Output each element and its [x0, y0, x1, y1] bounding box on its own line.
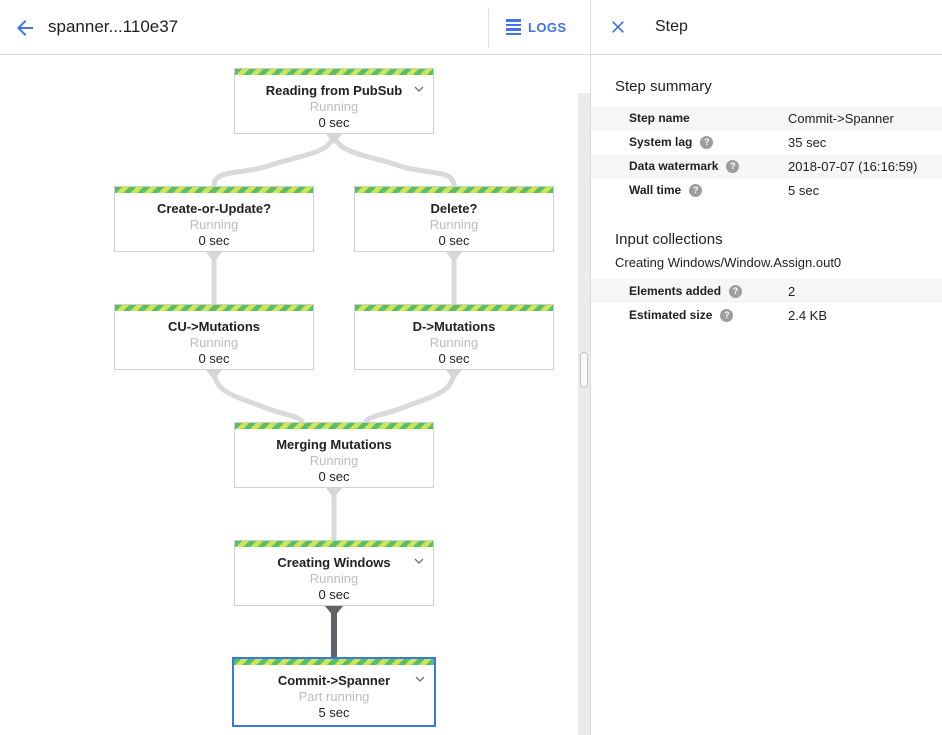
running-stripe — [234, 659, 434, 665]
node-time: 0 sec — [318, 115, 350, 130]
job-title: spanner...110e37 — [48, 17, 179, 36]
row-label: Elements added — [629, 284, 722, 298]
back-button[interactable] — [13, 16, 37, 40]
graph-node-delete[interactable]: Delete? Running 0 sec — [354, 186, 554, 252]
running-stripe — [235, 69, 433, 75]
step-summary-heading: Step summary — [615, 78, 712, 95]
close-panel-button[interactable] — [608, 17, 628, 37]
node-time: 0 sec — [438, 351, 470, 366]
top-bar: spanner...110e37 LOGS Step — [0, 0, 942, 55]
node-title: Merging Mutations — [276, 437, 392, 452]
collection-row-elements-added: Elements added ? 2 — [591, 279, 942, 303]
graph-node-commit-spanner[interactable]: Commit->Spanner Part running 5 sec — [232, 657, 436, 727]
row-value: 2018-07-07 (16:16:59) — [788, 158, 918, 174]
input-collections-heading: Input collections — [615, 231, 723, 248]
node-time: 0 sec — [198, 233, 230, 248]
graph-node-d-mutations[interactable]: D->Mutations Running 0 sec — [354, 304, 554, 370]
row-value: 35 sec — [788, 134, 827, 150]
row-label: Wall time — [629, 183, 682, 197]
node-title: Reading from PubSub — [265, 83, 403, 98]
graph-node-reading-from-pubsub[interactable]: Reading from PubSub Running 0 sec — [234, 68, 434, 134]
help-icon[interactable]: ? — [700, 135, 714, 149]
help-icon[interactable]: ? — [726, 159, 740, 173]
node-title: Creating Windows — [277, 555, 391, 570]
logs-button-label: LOGS — [528, 19, 567, 35]
splitter-drag-handle[interactable] — [580, 352, 588, 388]
chevron-down-icon[interactable] — [412, 671, 428, 687]
logs-list-icon — [506, 19, 521, 35]
node-status: Part running — [298, 689, 370, 704]
input-collection-name: Creating Windows/Window.Assign.out0 — [615, 255, 842, 270]
node-time: 0 sec — [318, 587, 350, 602]
running-stripe — [115, 305, 313, 311]
graph-node-merging-mutations[interactable]: Merging Mutations Running 0 sec — [234, 422, 434, 488]
header-divider — [488, 9, 489, 47]
row-label: Data watermark — [629, 159, 719, 173]
node-status: Running — [309, 453, 359, 468]
node-title: Create-or-Update? — [156, 201, 272, 216]
chevron-down-icon[interactable] — [411, 81, 427, 97]
row-value: Commit->Spanner — [788, 110, 894, 126]
node-status: Running — [429, 217, 479, 232]
node-status: Running — [429, 335, 479, 350]
help-icon[interactable]: ? — [729, 284, 743, 298]
help-icon[interactable]: ? — [689, 183, 703, 197]
node-time: 5 sec — [318, 705, 350, 720]
row-value: 2 — [788, 283, 796, 299]
node-title: Delete? — [430, 201, 478, 216]
help-icon[interactable]: ? — [720, 308, 734, 322]
running-stripe — [235, 423, 433, 429]
graph-node-cu-mutations[interactable]: CU->Mutations Running 0 sec — [114, 304, 314, 370]
row-label: Step name — [629, 111, 690, 125]
chevron-down-icon[interactable] — [411, 553, 427, 569]
running-stripe — [115, 187, 313, 193]
summary-row-step-name: Step name Commit->Spanner — [591, 106, 942, 130]
graph-node-creating-windows[interactable]: Creating Windows Running 0 sec — [234, 540, 434, 606]
node-status: Running — [189, 335, 239, 350]
node-status: Running — [309, 99, 359, 114]
row-label: System lag — [629, 135, 693, 149]
logs-button[interactable]: LOGS — [506, 13, 566, 41]
collection-row-estimated-size: Estimated size ? 2.4 KB — [591, 303, 942, 327]
pane-splitter — [578, 55, 590, 735]
graph-connectors — [206, 134, 462, 658]
step-details-panel: Step summary Step name Commit->Spanner S… — [590, 55, 942, 735]
running-stripe — [355, 187, 553, 193]
row-value: 2.4 KB — [788, 307, 828, 323]
node-status: Running — [189, 217, 239, 232]
row-label: Estimated size — [629, 308, 713, 322]
pipeline-graph[interactable]: Reading from PubSub Running 0 sec Create… — [0, 55, 578, 735]
arrow-left-icon — [17, 20, 33, 36]
node-title: D->Mutations — [412, 319, 496, 334]
main-area: Reading from PubSub Running 0 sec Create… — [0, 55, 942, 735]
step-panel-header: Step — [590, 0, 942, 54]
graph-node-create-or-update[interactable]: Create-or-Update? Running 0 sec — [114, 186, 314, 252]
summary-row-system-lag: System lag ? 35 sec — [591, 130, 942, 154]
running-stripe — [355, 305, 553, 311]
close-icon — [612, 21, 624, 33]
running-stripe — [235, 541, 433, 547]
panel-title: Step — [655, 18, 688, 35]
summary-row-wall-time: Wall time ? 5 sec — [591, 178, 942, 202]
node-time: 0 sec — [198, 351, 230, 366]
splitter-track — [578, 93, 590, 735]
job-header: spanner...110e37 LOGS — [0, 0, 590, 54]
node-title: Commit->Spanner — [277, 673, 391, 688]
node-title: CU->Mutations — [167, 319, 261, 334]
node-time: 0 sec — [438, 233, 470, 248]
node-time: 0 sec — [318, 469, 350, 484]
summary-row-data-watermark: Data watermark ? 2018-07-07 (16:16:59) — [591, 154, 942, 178]
node-status: Running — [309, 571, 359, 586]
row-value: 5 sec — [788, 182, 820, 198]
